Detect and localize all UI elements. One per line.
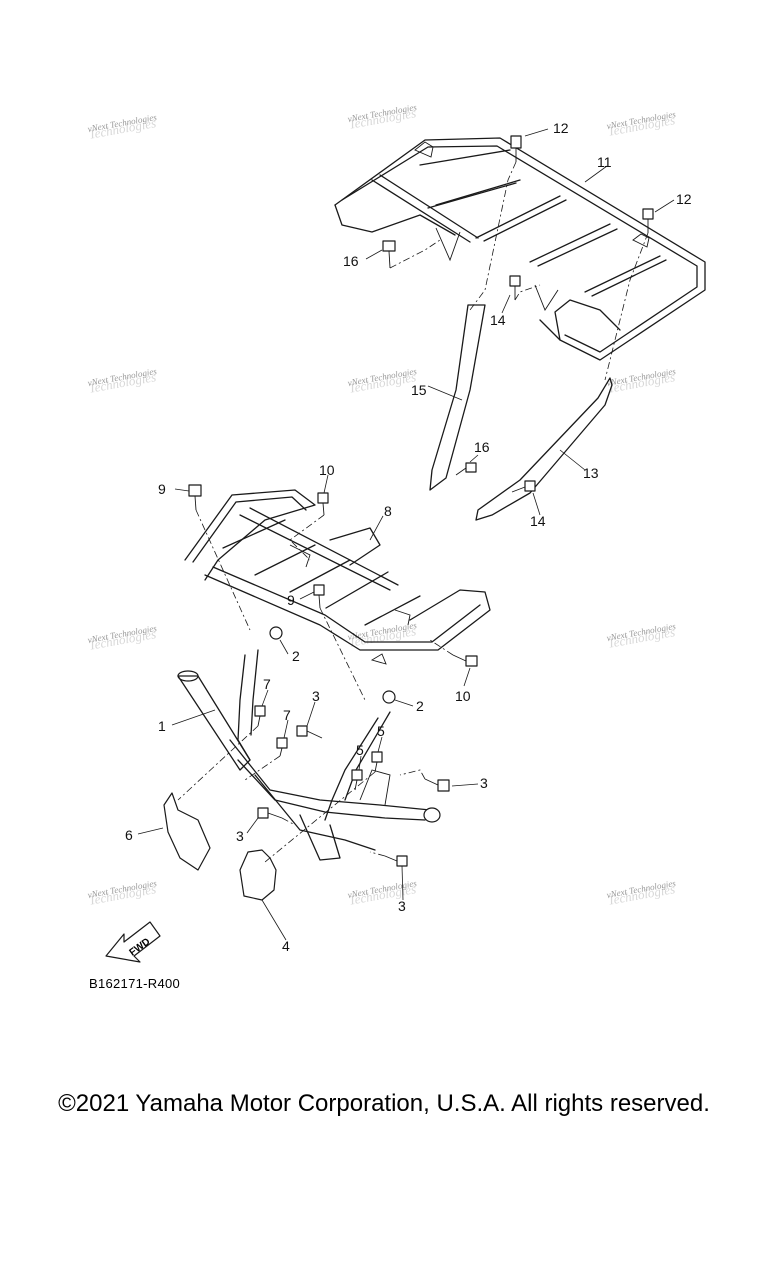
bolts (188, 135, 654, 867)
callout-7: 7 (283, 707, 291, 723)
callout-10: 10 (455, 688, 471, 704)
assembly-lines (177, 161, 649, 863)
callout-1: 1 (158, 718, 166, 734)
drawing-code: B162171-R400 (89, 976, 181, 991)
callout-3: 3 (398, 898, 406, 914)
callout-12: 12 (676, 191, 692, 207)
upper-rack (334, 137, 706, 361)
callout-11: 11 (597, 154, 612, 170)
callout-13: 13 (583, 465, 599, 481)
callout-16: 16 (343, 253, 359, 269)
callout-3: 3 (312, 688, 320, 704)
cover-4 (239, 849, 277, 901)
callout-2: 2 (416, 698, 424, 714)
callout-8: 8 (384, 503, 392, 519)
callout-3: 3 (236, 828, 244, 844)
leader-lines (137, 128, 675, 941)
cover-6 (163, 792, 211, 871)
callout-16: 16 (474, 439, 490, 455)
callout-5: 5 (377, 723, 385, 739)
callout-3: 3 (480, 775, 488, 791)
lower-rack (184, 489, 491, 665)
callout-6: 6 (125, 827, 133, 843)
callout-9: 9 (287, 592, 295, 608)
callout-12: 12 (553, 120, 569, 136)
callout-7: 7 (263, 676, 271, 692)
copyright-notice: ©2021 Yamaha Motor Corporation, U.S.A. A… (58, 1090, 710, 1117)
callout-10: 10 (319, 462, 335, 478)
callout-5: 5 (356, 742, 364, 758)
callout-15: 15 (411, 382, 427, 398)
fwd-arrow-icon: FWD (105, 921, 161, 963)
callout-2: 2 (292, 648, 300, 664)
callouts: 1 2 2 3 3 3 3 4 5 5 6 7 7 8 9 9 10 10 11… (125, 120, 692, 954)
callout-14: 14 (490, 312, 506, 328)
lower-frame (177, 649, 441, 861)
callout-14: 14 (530, 513, 546, 529)
callout-9: 9 (158, 481, 166, 497)
callout-4: 4 (282, 938, 290, 954)
rack-stays (429, 304, 613, 521)
